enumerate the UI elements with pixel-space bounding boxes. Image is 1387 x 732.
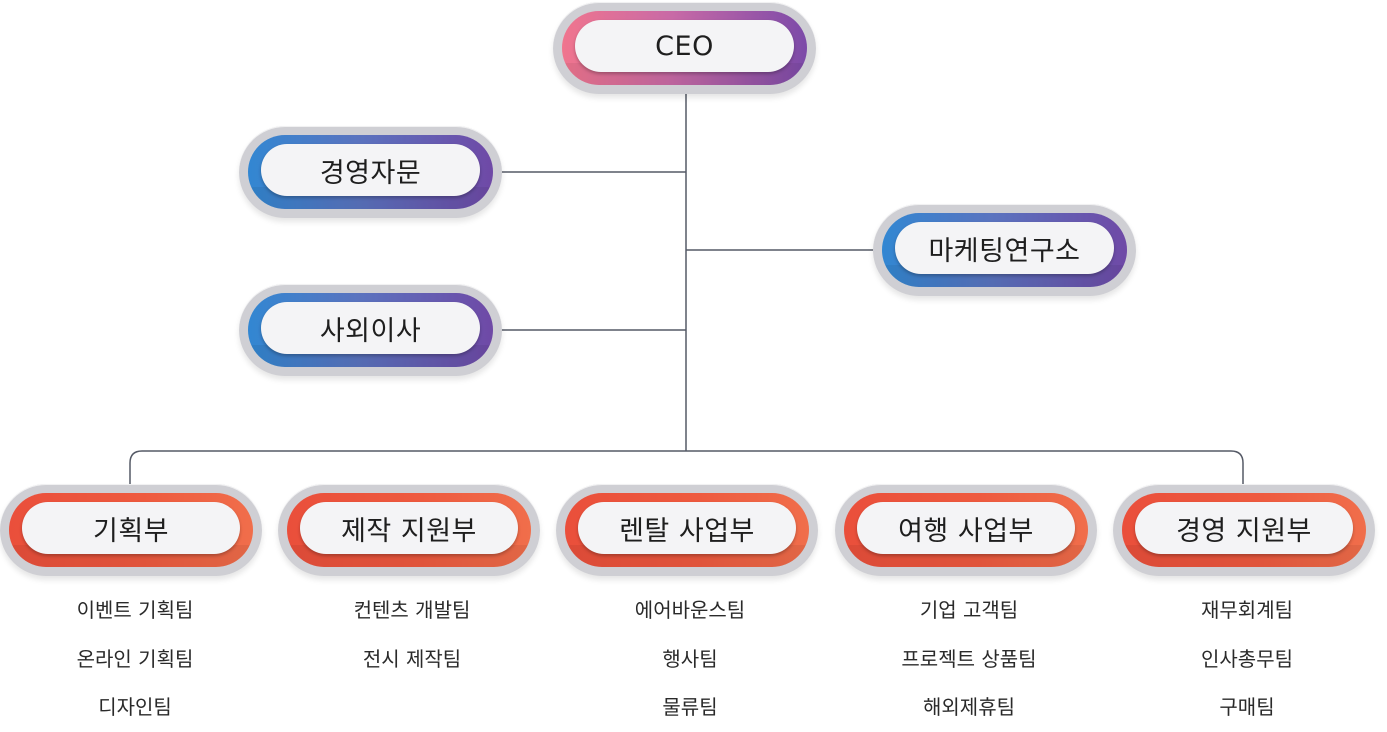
marketing-lab-label: 마케팅연구소 xyxy=(895,222,1114,274)
advisory-label: 경영자문 xyxy=(261,144,480,196)
ceo-label: CEO xyxy=(575,20,794,72)
division-bus-line xyxy=(129,450,1244,486)
outside-director-label: 사외이사 xyxy=(261,302,480,354)
team-list: 에어바운스팀 행사팀 물류팀 xyxy=(570,586,810,732)
team-item: 디자인팀 xyxy=(98,695,172,719)
team-list: 기업 고객팀 프로젝트 상품팀 해외제휴팀 xyxy=(849,586,1089,732)
team-list: 재무회계팀 인사총무팀 구매팀 xyxy=(1127,586,1367,732)
division-label: 여행 사업부 xyxy=(857,502,1075,554)
team-item: 재무회계팀 xyxy=(1201,598,1293,622)
team-item: 프로젝트 상품팀 xyxy=(901,646,1037,671)
team-list: 이벤트 기획팀 온라인 기획팀 디자인팀 xyxy=(15,586,255,732)
team-item: 해외제휴팀 xyxy=(923,695,1015,719)
team-item: 이벤트 기획팀 xyxy=(76,598,194,622)
division-node: 여행 사업부 xyxy=(835,484,1097,576)
team-item: 물류팀 xyxy=(662,695,718,719)
team-item: 행사팀 xyxy=(662,646,718,671)
advisory-node: 경영자문 xyxy=(239,126,502,218)
team-item: 컨텐츠 개발팀 xyxy=(353,598,471,622)
division-node: 제작 지원부 xyxy=(278,484,540,576)
team-item: 전시 제작팀 xyxy=(362,646,462,671)
division-label: 제작 지원부 xyxy=(300,502,518,554)
outside-director-node: 사외이사 xyxy=(239,284,502,376)
team-item: 기업 고객팀 xyxy=(919,598,1019,622)
division-node: 렌탈 사업부 xyxy=(556,484,818,576)
team-item: 에어바운스팀 xyxy=(634,598,746,622)
division-node: 경영 지원부 xyxy=(1113,484,1375,576)
division-label: 렌탈 사업부 xyxy=(578,502,796,554)
team-list: 컨텐츠 개발팀 전시 제작팀 xyxy=(292,586,532,683)
division-node: 기획부 xyxy=(0,484,262,576)
division-label: 기획부 xyxy=(22,502,240,554)
division-label: 경영 지원부 xyxy=(1135,502,1353,554)
team-item: 인사총무팀 xyxy=(1201,646,1293,671)
marketing-lab-node: 마케팅연구소 xyxy=(873,204,1136,296)
ceo-node: CEO xyxy=(553,2,816,94)
team-item: 온라인 기획팀 xyxy=(76,646,194,671)
team-item: 구매팀 xyxy=(1219,695,1275,719)
